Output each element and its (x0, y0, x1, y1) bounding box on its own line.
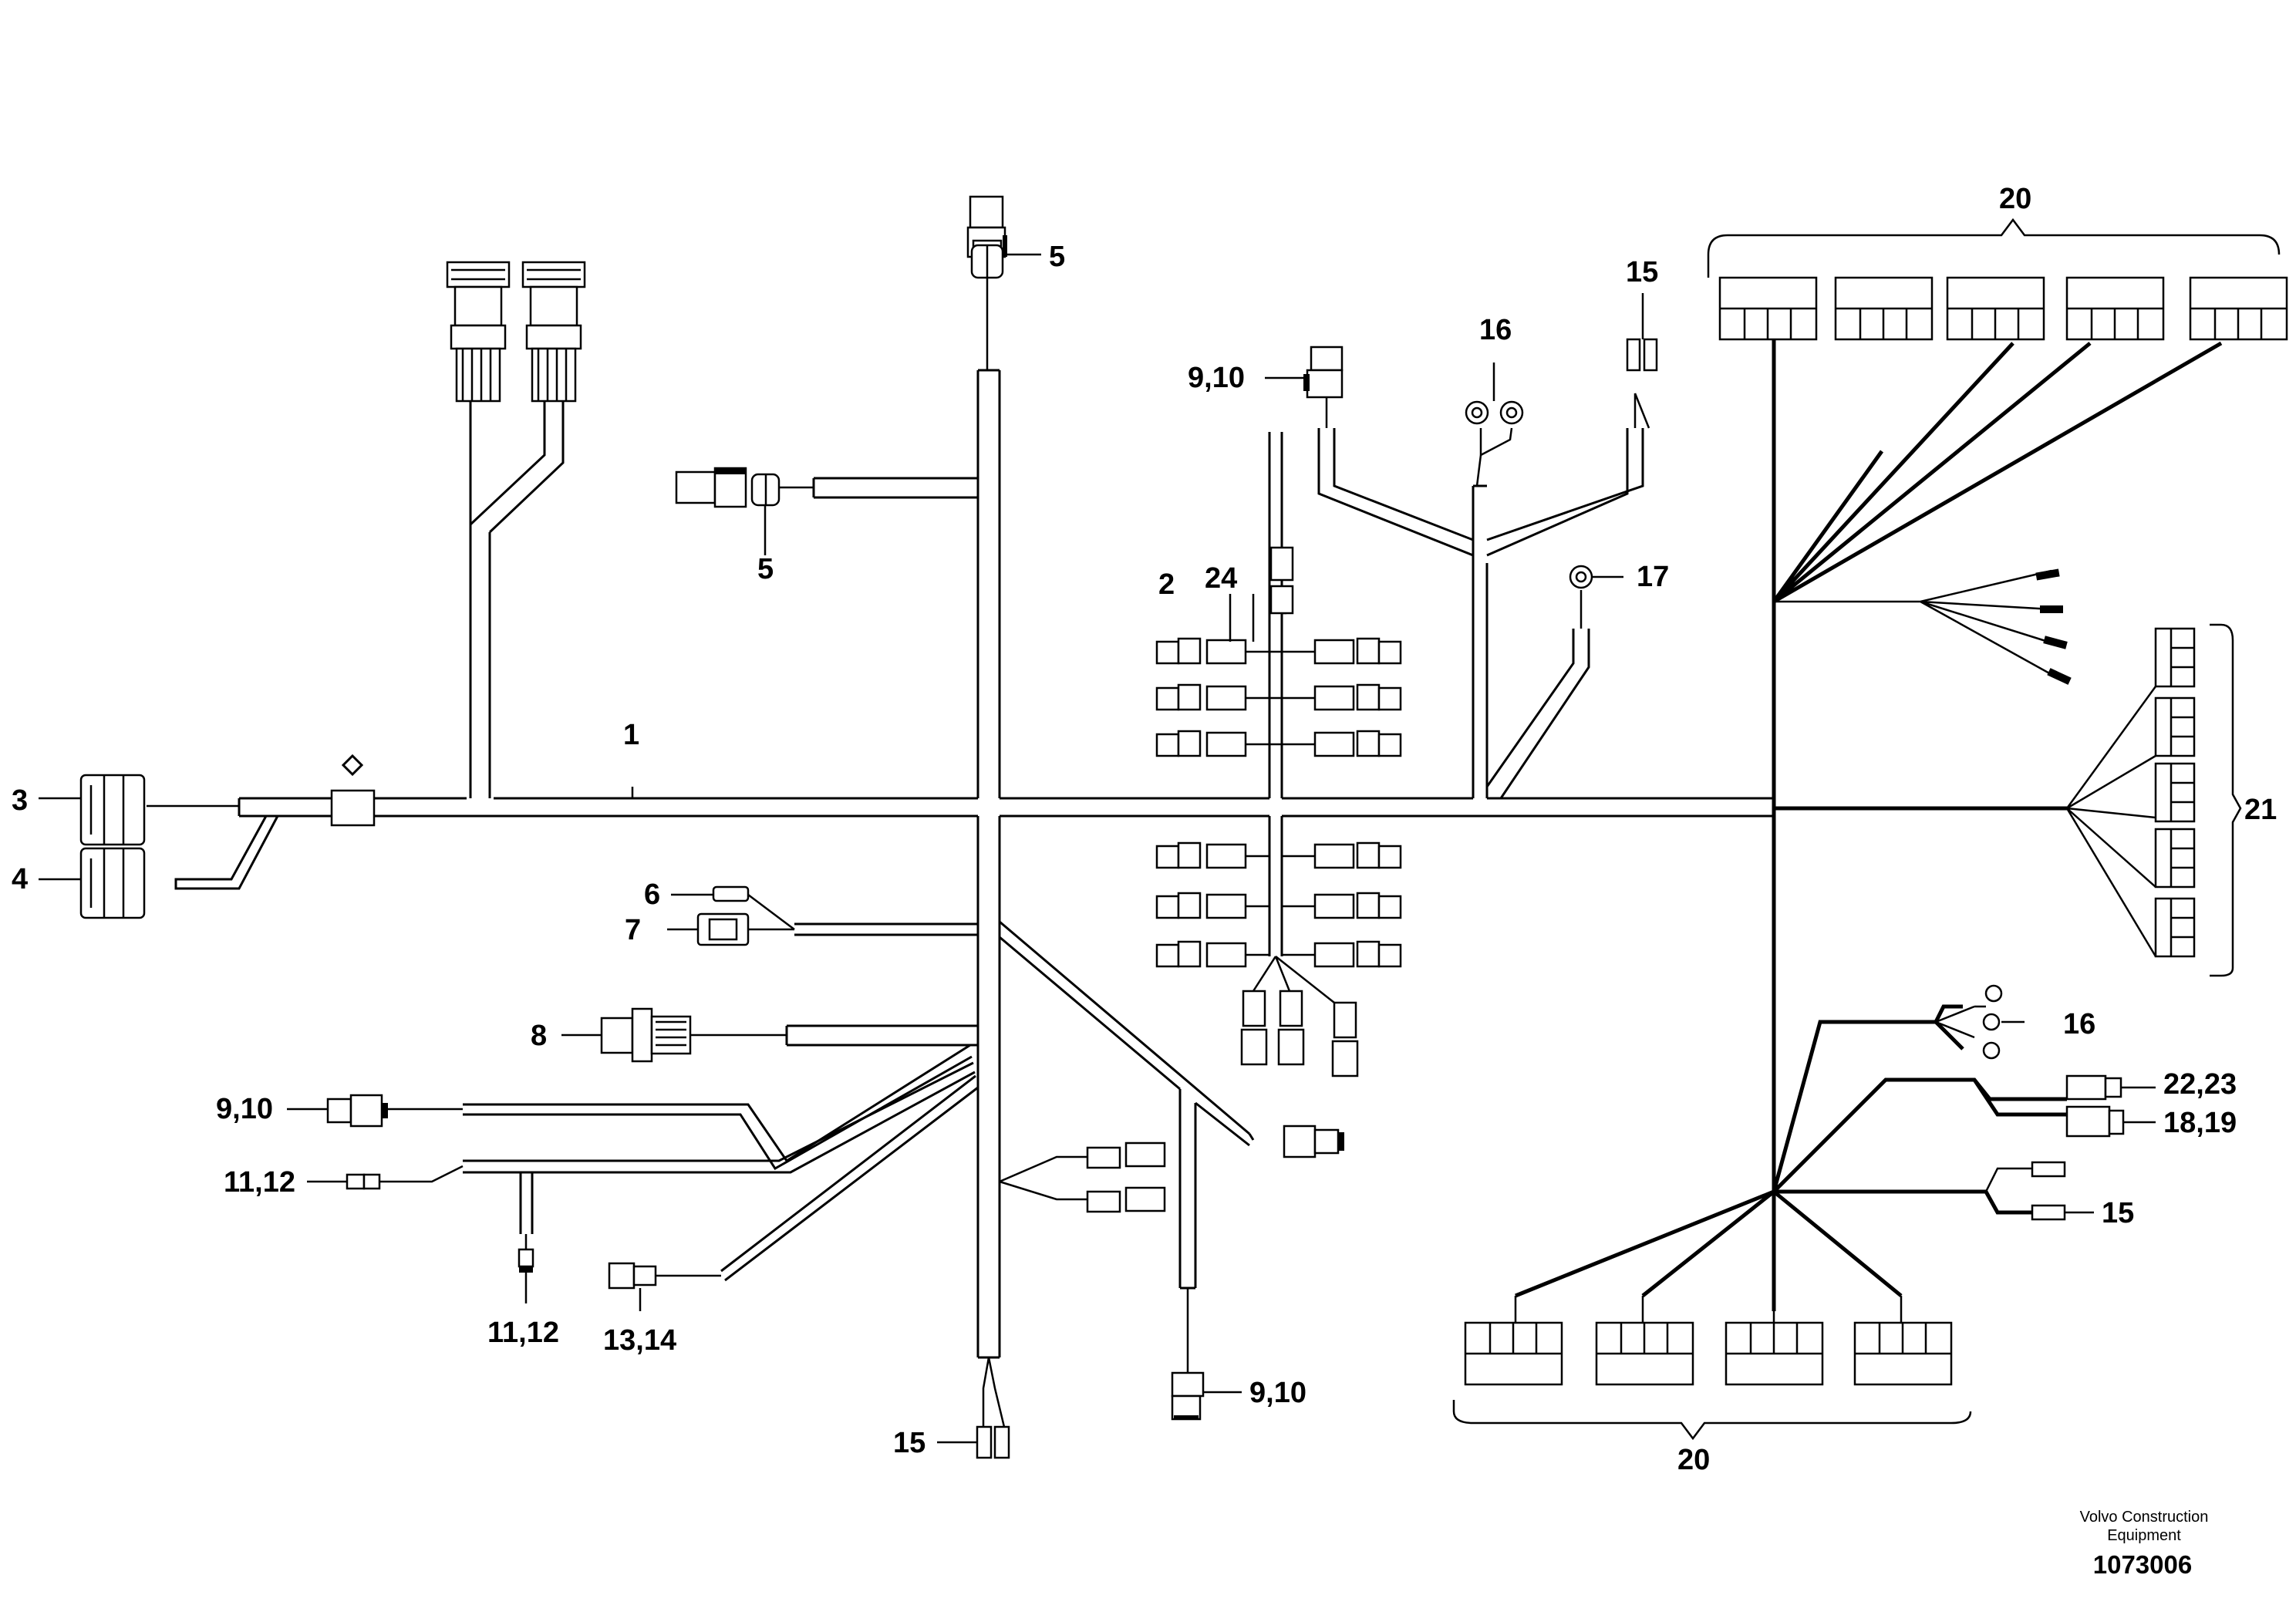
main-harness-trunk (174, 369, 1775, 1359)
connector-4 (79, 847, 146, 919)
brand-line-2: Equipment (2107, 1527, 2181, 1544)
callout-9-10-bottom: 9,10 (1249, 1377, 1306, 1409)
connector-22-23 (2065, 1074, 2122, 1101)
connector-11-12-bottom (518, 1248, 534, 1273)
connector-diagonal-end (1283, 1125, 1344, 1158)
callout-9-10-top: 9,10 (1188, 362, 1245, 394)
callout-17: 17 (1637, 561, 1669, 593)
connector-3 (79, 774, 146, 846)
ring-terminals-16-top (1465, 400, 1524, 425)
connector-8 (600, 1007, 692, 1063)
wires (147, 278, 2223, 1428)
callout-8: 8 (531, 1020, 547, 1052)
brand-line-1: Volvo Construction (2080, 1509, 2209, 1526)
callout-18-19: 18,19 (2163, 1107, 2237, 1139)
connector-18-19 (2065, 1105, 2125, 1138)
connector-grid-centre (1155, 546, 1402, 1077)
round-connector-left (446, 261, 511, 403)
connector-15-top (1626, 338, 1658, 372)
callout-2: 2 (1158, 568, 1175, 601)
connectors-21 (2154, 623, 2242, 977)
connector-9-10-top (1303, 346, 1344, 399)
callout-11-12-left: 11,12 (224, 1166, 295, 1199)
callout-16-right: 16 (2063, 1008, 2095, 1040)
connector-13-14 (608, 1262, 657, 1290)
callout-22-23: 22,23 (2163, 1068, 2237, 1101)
connector-7 (696, 912, 750, 946)
callout-15-right: 15 (2102, 1197, 2134, 1229)
connector-9-10-bottom (1171, 1371, 1205, 1421)
leader-lines (39, 253, 2156, 1444)
connector-5-top (966, 195, 1007, 279)
connector-6 (712, 885, 750, 902)
connector-pair-bottom-centre (1086, 1141, 1166, 1213)
callout-labels: 1 2 3 4 5 5 6 7 8 9,10 9,10 9,10 11,12 1… (12, 183, 2277, 1476)
connectors (79, 195, 2288, 1459)
callout-5-middle: 5 (757, 553, 774, 585)
footer-block: Volvo Construction Equipment 1073006 (2080, 1509, 2209, 1579)
callout-20-top: 20 (1999, 183, 2031, 215)
callout-11-12-bottom: 11,12 (487, 1317, 559, 1349)
connectors-20-top (1707, 218, 2288, 341)
callout-15-top: 15 (1626, 256, 1658, 288)
callout-21: 21 (2244, 794, 2277, 826)
round-connector-right (521, 261, 586, 403)
ring-terminals-16-right (1982, 984, 2003, 1060)
callout-4: 4 (12, 863, 28, 895)
document-number: 1073006 (2093, 1550, 2192, 1579)
callout-6: 6 (644, 878, 660, 911)
connector-15-bottom (976, 1425, 1010, 1459)
callout-5-top: 5 (1049, 241, 1065, 273)
callout-3: 3 (12, 784, 28, 817)
connectors-20-bottom (1452, 1296, 1972, 1441)
connector-11-12-left (346, 1173, 381, 1190)
fuse-terminals-right (2035, 568, 2072, 685)
callout-7: 7 (625, 914, 641, 946)
ring-terminal-17 (1569, 565, 1593, 589)
connector-9-10-left (326, 1094, 388, 1128)
callout-24: 24 (1205, 562, 1237, 595)
callout-15-bottom: 15 (893, 1427, 925, 1459)
callout-13-14: 13,14 (603, 1324, 676, 1357)
callout-9-10-left: 9,10 (216, 1093, 273, 1125)
callout-20-bottom: 20 (1677, 1444, 1710, 1476)
connector-5-middle (675, 467, 781, 508)
callout-1: 1 (623, 719, 639, 751)
connector-15-right (2031, 1161, 2066, 1221)
callout-16-top: 16 (1479, 314, 1512, 346)
